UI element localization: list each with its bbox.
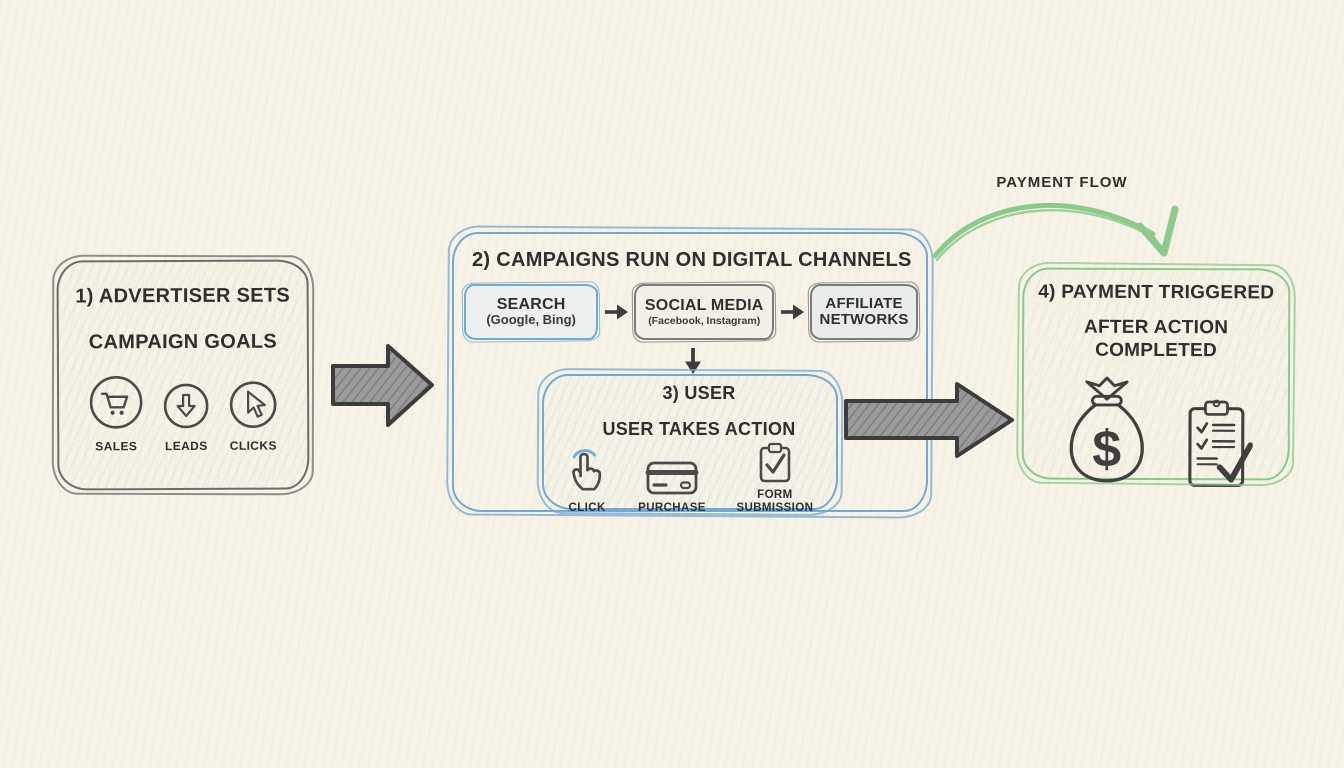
channel-social-media: SOCIAL MEDIA (Facebook, Instagram): [634, 284, 775, 340]
channel-affiliate-name: AFFILIATE NETWORKS: [819, 294, 909, 328]
user-action-box: 3) USER USER TAKES ACTION CLICK: [542, 374, 838, 514]
step3-title-line2: USER TAKES ACTION: [602, 418, 796, 439]
clipboard-check-icon: [756, 442, 794, 484]
digital-channels-box: 2) CAMPAIGNS RUN ON DIGITAL CHANNELS SEA…: [452, 232, 928, 514]
download-arrow-icon: [162, 382, 210, 430]
channel-search-detail: (Google, Bing): [486, 312, 576, 328]
payment-triggered-box: 4) PAYMENT TRIGGERED AFTER ACTION COMPLE…: [1021, 267, 1291, 488]
goal-clicks-label: CLICKS: [229, 438, 277, 453]
tap-hand-icon: [562, 443, 612, 497]
flow-arrow-right-icon: [843, 380, 1017, 460]
step2-title: 2) CAMPAIGNS RUN ON DIGITAL CHANNELS: [472, 249, 912, 271]
credit-card-icon: [645, 459, 699, 497]
channel-search-name: SEARCH: [496, 295, 566, 313]
goal-leads: LEADS: [162, 382, 210, 453]
goal-sales-label: SALES: [95, 439, 138, 454]
payment-flow-label: PAYMENT FLOW: [996, 174, 1128, 191]
step4-title-line2: AFTER ACTION COMPLETED: [1083, 316, 1229, 361]
svg-text:$: $: [1092, 420, 1121, 478]
channels-row: SEARCH (Google, Bing) SOCIAL MEDIA (Face…: [464, 284, 918, 340]
curved-arrow-icon: [916, 184, 1192, 288]
actions-row: CLICK PURCHASE: [544, 442, 836, 515]
cursor-icon: [228, 380, 278, 430]
flow-arrow-right-icon: [330, 338, 436, 432]
goal-leads-label: LEADS: [164, 438, 208, 454]
channel-search: SEARCH (Google, Bing): [464, 284, 599, 340]
arrow-right-icon: [779, 302, 805, 322]
advertiser-goals-box: 1) ADVERTISER SETS CAMPAIGN GOALS SALES: [56, 259, 310, 491]
shopping-cart-icon: [88, 374, 144, 430]
action-form-label: FORM SUBMISSION: [736, 489, 814, 515]
money-bag-icon: $: [1059, 374, 1155, 490]
step1-title-line2: CAMPAIGN GOALS: [88, 330, 278, 354]
step3-title-line1: 3) USER: [662, 383, 736, 403]
action-purchase-label: PURCHASE: [638, 502, 706, 515]
arrow-down-icon: [682, 346, 704, 376]
action-click: CLICK: [562, 443, 612, 515]
channel-affiliate-networks: AFFILIATE NETWORKS: [810, 284, 918, 340]
action-form-submission: FORM SUBMISSION: [732, 442, 818, 515]
goals-row: SALES LEADS CLICKS: [59, 373, 307, 453]
arrow-right-icon: [603, 302, 629, 322]
payment-icons-row: $: [1024, 374, 1288, 491]
goal-clicks: CLICKS: [228, 380, 278, 453]
goal-sales: SALES: [88, 374, 144, 453]
channel-social-detail: (Facebook, Instagram): [648, 314, 761, 327]
action-click-label: CLICK: [568, 502, 606, 515]
channel-social-name: SOCIAL MEDIA: [644, 297, 764, 315]
action-purchase: PURCHASE: [638, 459, 706, 515]
checklist-icon: [1185, 396, 1253, 490]
step1-title-line1: 1) ADVERTISER SETS: [75, 284, 291, 308]
